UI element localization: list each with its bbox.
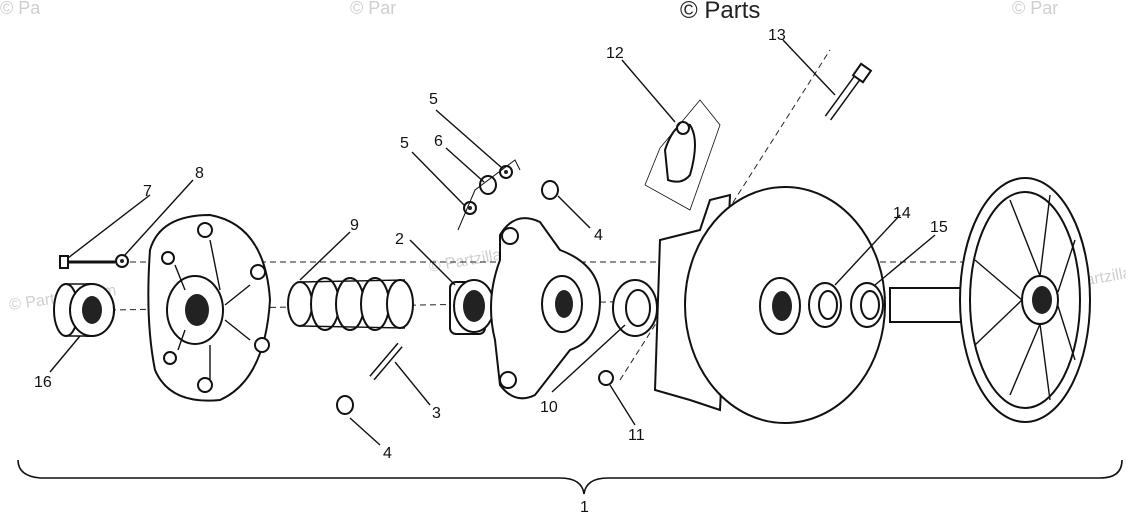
watermark-top-right: © Par (1012, 0, 1058, 18)
washer-part-8 (115, 254, 129, 268)
assembly-brace (17, 459, 1123, 495)
ball-part-11 (598, 370, 614, 386)
roller-part-4-upper (541, 180, 559, 200)
spider-assembly (490, 217, 602, 400)
callout-4-lower: 4 (383, 445, 392, 462)
callout-6: 6 (434, 133, 443, 150)
callout-3: 3 (432, 405, 441, 422)
callout-10: 10 (540, 399, 558, 416)
callout-2: 2 (395, 231, 404, 248)
washer-part-10 (612, 279, 658, 337)
bolt-part-7 (59, 255, 115, 269)
bushing-part-15 (850, 282, 884, 328)
callout-8: 8 (195, 165, 204, 182)
callout-16: 16 (34, 374, 52, 391)
callout-11: 11 (628, 427, 645, 444)
bushing-part-16 (53, 283, 115, 337)
bushing-part-14 (808, 282, 842, 328)
roller-part-4-lower (336, 395, 354, 415)
watermark-top-center: © Parts (680, 0, 760, 24)
callout-12: 12 (606, 45, 624, 62)
bolt-part-13 (824, 62, 873, 121)
callout-9: 9 (350, 217, 359, 234)
callout-14: 14 (893, 205, 911, 222)
spring-seat-part-2 (449, 279, 495, 335)
callout-5-upper: 5 (429, 91, 438, 108)
callout-5-lower: 5 (400, 135, 409, 152)
callout-labels: 1 2 3 4 4 5 5 6 7 8 9 10 11 12 13 14 15 … (34, 27, 948, 515)
spring-part-9 (287, 277, 414, 331)
callout-4-upper: 4 (594, 227, 603, 244)
watermark-top-left: © Pa (0, 0, 41, 18)
clutch-cover (147, 213, 272, 402)
moveable-sheave (653, 186, 886, 424)
leader-lines (49, 39, 936, 446)
callout-15: 15 (930, 219, 948, 236)
callout-7: 7 (143, 183, 152, 200)
watermark-top-mid: © Par (350, 0, 396, 18)
stationary-sheave (889, 177, 1091, 423)
roller-stack (457, 159, 521, 231)
pin-part-3 (369, 342, 403, 381)
callout-13: 13 (768, 27, 786, 44)
weight-part-12 (644, 99, 721, 211)
callout-1: 1 (580, 499, 589, 515)
